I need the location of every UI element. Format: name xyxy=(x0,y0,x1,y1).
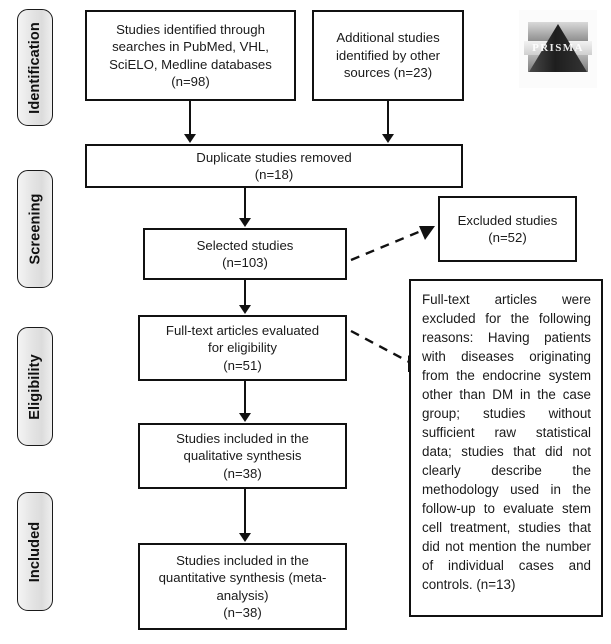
box-fulltext-assessed: Full-text articles evaluated for eligibi… xyxy=(138,315,347,381)
box-quantitative-synthesis: Studies included in the quantitative syn… xyxy=(138,543,347,630)
box-additional-records-text: Additional studies identified by other s… xyxy=(335,30,441,81)
stage-pill-eligibility: Eligibility xyxy=(17,327,53,446)
box-quantitative-synthesis-text: Studies included in the quantitative syn… xyxy=(158,552,327,620)
stage-label-identification: Identification xyxy=(27,21,43,114)
stage-label-eligibility: Eligibility xyxy=(27,353,43,420)
box-qualitative-synthesis-text: Studies included in the qualitative synt… xyxy=(176,430,309,481)
stage-pill-included: Included xyxy=(17,492,53,611)
stage-pill-identification: Identification xyxy=(17,9,53,126)
box-additional-records: Additional studies identified by other s… xyxy=(312,10,464,101)
box-excluded-studies-text: Excluded studies (n=52) xyxy=(457,212,558,245)
box-fulltext-excluded-reasons: Full-text articles were excluded for the… xyxy=(409,279,603,617)
prisma-logo-graphic: PRISMA xyxy=(519,10,597,88)
stage-label-included: Included xyxy=(27,521,44,582)
connector-selected-to-excluded xyxy=(350,226,435,262)
box-excluded-studies: Excluded studies (n=52) xyxy=(438,196,577,262)
svg-text:PRISMA: PRISMA xyxy=(532,42,584,54)
box-selected-studies-text: Selected studies (n=103) xyxy=(196,237,294,270)
box-selected-studies: Selected studies (n=103) xyxy=(143,228,347,280)
box-duplicates-removed: Duplicate studies removed (n=18) xyxy=(85,144,463,188)
prisma-logo: PRISMA xyxy=(519,10,597,88)
box-duplicates-removed-text: Duplicate studies removed (n=18) xyxy=(196,149,352,182)
box-identified-records-text: Studies identified through searches in P… xyxy=(109,21,272,89)
stage-label-screening: Screening xyxy=(27,193,44,265)
box-qualitative-synthesis: Studies included in the qualitative synt… xyxy=(138,423,347,489)
box-fulltext-assessed-text: Full-text articles evaluated for eligibi… xyxy=(165,322,320,373)
stage-pill-screening: Screening xyxy=(17,170,53,288)
box-identified-records: Studies identified through searches in P… xyxy=(85,10,296,101)
box-fulltext-excluded-reasons-text: Full-text articles were excluded for the… xyxy=(422,292,591,593)
